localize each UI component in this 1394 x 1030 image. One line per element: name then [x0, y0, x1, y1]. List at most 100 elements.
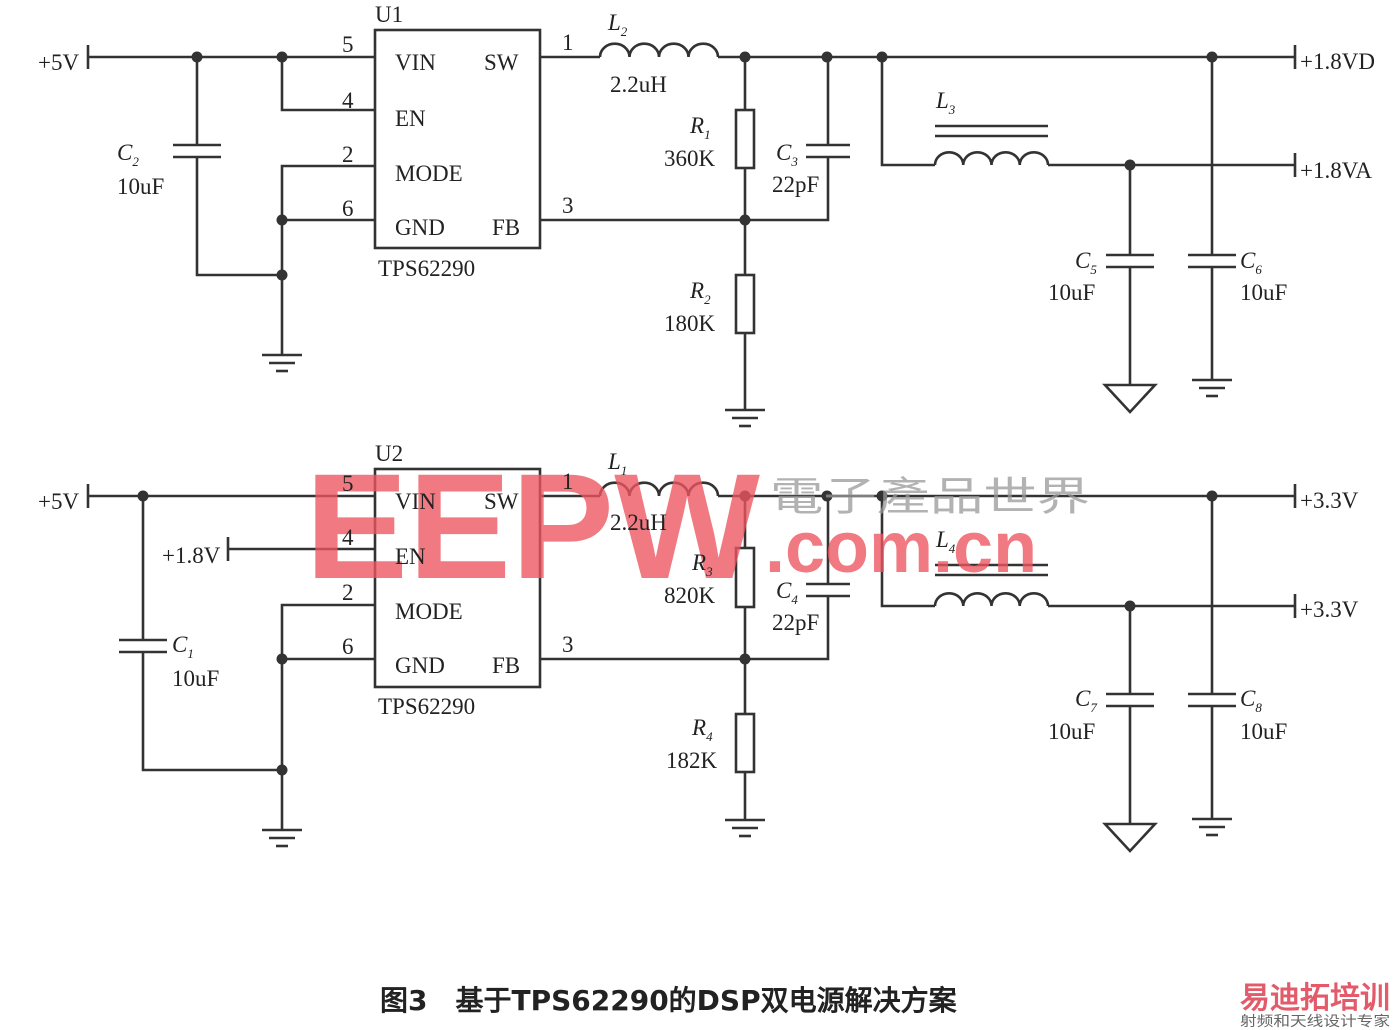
ref: L: [607, 10, 621, 35]
c-in-value: 10uF: [172, 666, 219, 691]
pin-num: 6: [342, 634, 354, 659]
wire: [141, 652, 282, 772]
wire: [195, 157, 282, 277]
pin-num: 5: [342, 32, 354, 57]
sub: 3: [705, 564, 713, 579]
pin-sw: SW: [484, 50, 519, 75]
ref: L: [935, 88, 949, 113]
ref: L: [935, 527, 949, 552]
pin-fb: FB: [492, 215, 520, 240]
junction-dot: [739, 490, 751, 502]
ref: C: [1075, 248, 1091, 273]
r-top-value: 360K: [664, 146, 716, 171]
wire: [540, 157, 830, 222]
pin-num: 2: [342, 142, 354, 167]
junction-dot: [1124, 159, 1136, 171]
wire: [880, 496, 935, 608]
junction-dot: [1206, 490, 1218, 502]
ref: C: [776, 140, 792, 165]
ic-part: TPS62290: [378, 256, 475, 281]
figure-caption: 图3 基于TPS62290的DSP双电源解决方案: [380, 984, 958, 1017]
pin-num: 4: [342, 525, 354, 550]
ref: C: [117, 140, 133, 165]
junction-dot: [876, 51, 888, 63]
output-label: +1.8VA: [1300, 158, 1372, 183]
pin-num: 3: [562, 193, 574, 218]
junction-dot: [191, 51, 203, 63]
wire: [540, 596, 830, 661]
ref: C: [776, 578, 792, 603]
pin-vin: VIN: [395, 489, 436, 514]
r-bot-ref: R4: [691, 715, 713, 744]
pin-num: 4: [342, 88, 354, 113]
l-main-ref: L1: [607, 449, 627, 478]
junction-dot: [739, 51, 751, 63]
pin-num: 1: [562, 30, 574, 55]
junction-dot: [137, 490, 149, 502]
sub: 8: [1255, 700, 1262, 715]
l-main-ref: L2: [607, 10, 628, 39]
logo-tagline: 射频和天线设计专家: [1240, 1013, 1390, 1030]
junction-dot: [739, 653, 751, 665]
pin-en: EN: [395, 544, 426, 569]
ref: R: [689, 278, 704, 303]
wire: [280, 57, 375, 112]
r-top-ref: R3: [691, 550, 713, 579]
sub: 4: [706, 729, 713, 744]
ref: C: [172, 632, 188, 657]
junction-dot: [821, 490, 833, 502]
pin-num: 3: [562, 632, 574, 657]
wire: [880, 57, 935, 167]
watermark-domain: .com.cn: [765, 508, 1037, 588]
c-out-a-ref: C5: [1075, 248, 1097, 277]
sub: 3: [948, 102, 956, 117]
junction-dot: [821, 51, 833, 63]
analog-ground-icon: [1102, 383, 1158, 414]
c-out-a-value: 10uF: [1048, 280, 1095, 305]
ref: C: [1075, 686, 1091, 711]
top-regulator: +5V U1 TPS62290 VIN SW EN MODE GND FB 5 …: [38, 2, 1375, 336]
sub: 4: [791, 592, 798, 607]
ic-body: [373, 28, 542, 250]
pin-gnd: GND: [395, 215, 445, 240]
sub: 2: [621, 24, 628, 39]
pin-en: EN: [395, 106, 426, 131]
sub: 2: [132, 154, 139, 169]
inductor-main: [598, 42, 720, 58]
c-ff-ref: C3: [776, 140, 798, 169]
input-label: +5V: [38, 489, 79, 514]
output-label: +1.8VD: [1300, 49, 1375, 74]
ic-body: [373, 467, 542, 689]
r-top-ref: R1: [689, 113, 711, 142]
en-label: +1.8V: [162, 543, 221, 568]
ref: R: [691, 715, 706, 740]
inductor-main: [598, 481, 720, 497]
sub: 3: [790, 154, 798, 169]
ic-ref: U1: [375, 2, 403, 27]
input-label: +5V: [38, 50, 79, 75]
pin-num: 6: [342, 196, 354, 221]
watermark: EEPW .com.cn 電子產品世界: [305, 442, 1090, 610]
r-bot-value: 182K: [666, 748, 718, 773]
c-ff-value: 22pF: [772, 172, 819, 197]
pin-mode: MODE: [395, 161, 463, 186]
junction-dot: [276, 214, 288, 226]
c-out-d-ref: C8: [1240, 686, 1262, 715]
ic-ref: U2: [375, 441, 403, 466]
junction-dot: [1124, 600, 1136, 612]
pin-num: 1: [562, 469, 574, 494]
c-out-a-value: 10uF: [1048, 719, 1095, 744]
c-ff-value: 22pF: [772, 610, 819, 635]
c-ff-ref: C4: [776, 578, 798, 607]
r-top-value: 820K: [664, 583, 716, 608]
r-bot-ref: R2: [689, 278, 711, 307]
ref: C: [1240, 248, 1256, 273]
resistor-body: [734, 108, 756, 170]
pin-mode: MODE: [395, 599, 463, 624]
ref: C: [1240, 686, 1256, 711]
watermark-cn: 電子產品世界: [770, 474, 1090, 520]
sub: 1: [704, 127, 711, 142]
c-in-ref: C1: [172, 632, 194, 661]
